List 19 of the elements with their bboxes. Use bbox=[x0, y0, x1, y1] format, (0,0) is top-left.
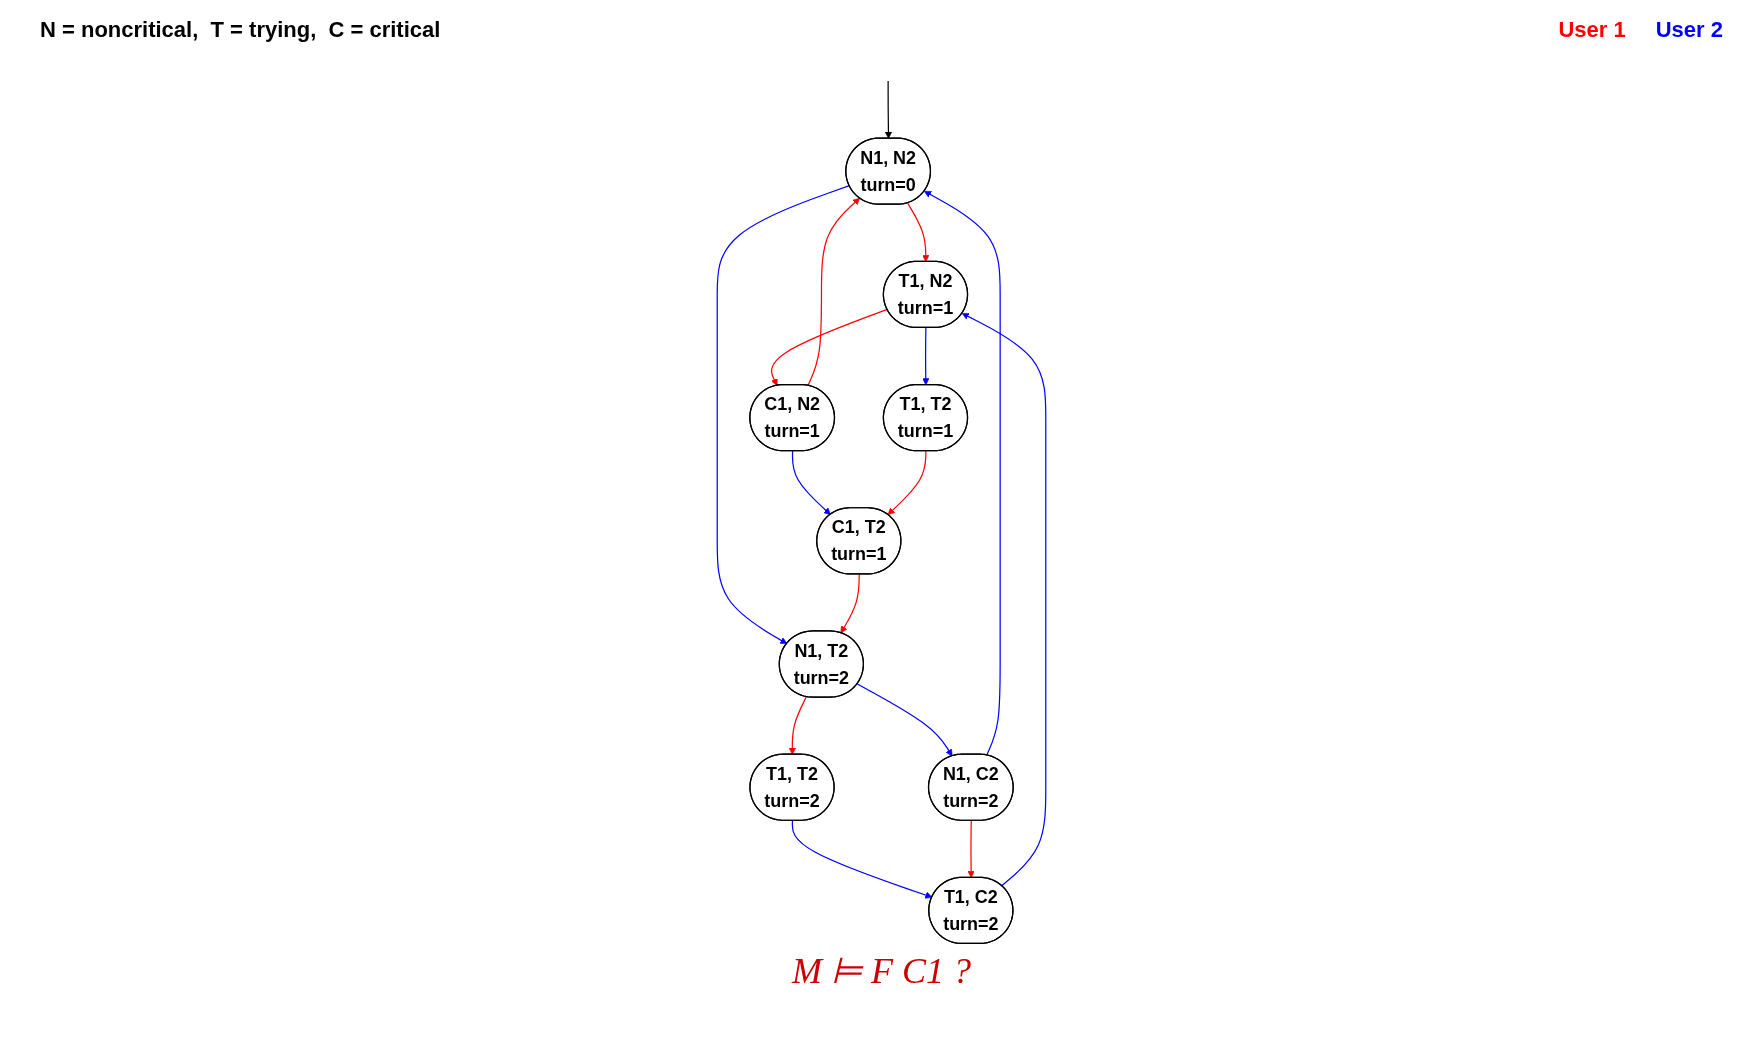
arrow bbox=[788, 696, 807, 755]
arrow bbox=[961, 313, 1047, 887]
arrow bbox=[791, 820, 933, 899]
arrow bbox=[924, 190, 1001, 756]
arrow bbox=[887, 450, 927, 515]
legend-note: N = noncritical, T = trying, C = critical bbox=[40, 17, 441, 42]
arrow bbox=[922, 327, 930, 386]
arrow bbox=[770, 308, 888, 386]
legend-entry: User 2 bbox=[1655, 17, 1723, 42]
legend-entry: User 1 bbox=[1558, 17, 1626, 42]
arrow bbox=[716, 185, 850, 645]
arrow bbox=[791, 450, 831, 515]
arrow bbox=[856, 683, 953, 757]
arrow bbox=[884, 80, 893, 139]
arrow bbox=[967, 820, 975, 879]
arrow bbox=[840, 573, 860, 634]
caption: M ⊨ F C1 ? bbox=[790, 950, 972, 992]
arrow bbox=[807, 197, 861, 387]
arrow bbox=[907, 202, 930, 263]
